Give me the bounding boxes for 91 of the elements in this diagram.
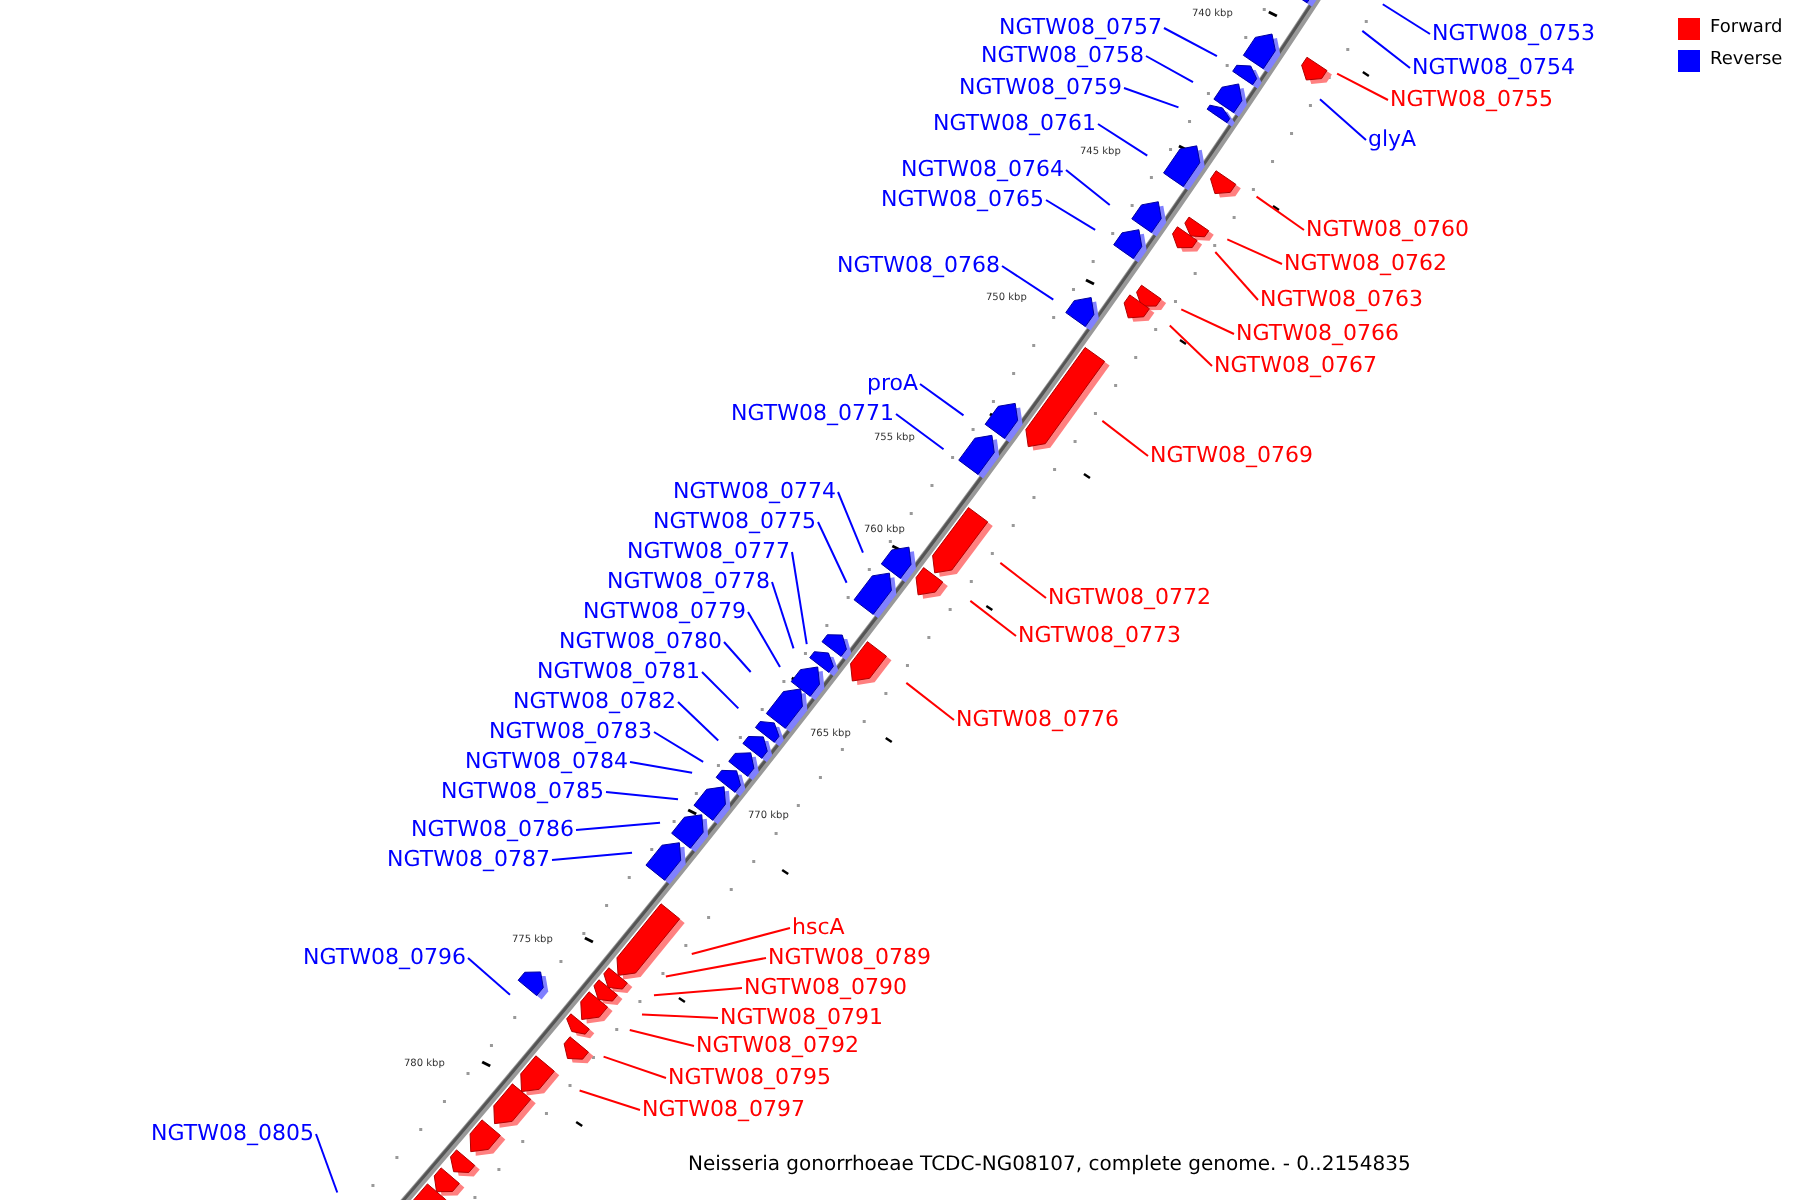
leader-line [1145, 55, 1194, 84]
leader-line [664, 957, 767, 978]
leader-line [817, 521, 848, 584]
gene-label: NGTW08_0763 [1260, 286, 1423, 312]
gene-label: NGTW08_0784 [465, 748, 628, 774]
leader-line [747, 611, 781, 669]
leader-line [578, 1089, 641, 1111]
gene-label: NGTW08_0757 [999, 14, 1162, 40]
leader-line [1255, 195, 1305, 231]
gene-label: NGTW08_0778 [607, 568, 770, 594]
gene-label: NGTW08_0762 [1284, 250, 1447, 276]
gene-label: NGTW08_0796 [303, 944, 466, 970]
leader-line [701, 671, 740, 710]
leader-line [551, 851, 634, 861]
leader-line [1101, 419, 1149, 457]
gene-label: NGTW08_0755 [1390, 86, 1553, 112]
leader-line [653, 731, 705, 763]
leader-line [1381, 3, 1431, 35]
leader-line [575, 821, 662, 831]
leader-line [999, 561, 1047, 599]
gene-label: NGTW08_0760 [1306, 216, 1469, 242]
gene-label: NGTW08_0774 [673, 478, 836, 504]
leader-line [1097, 123, 1149, 157]
gene-label: NGTW08_0780 [559, 628, 722, 654]
gene-label: NGTW08_0754 [1412, 54, 1575, 80]
gene-label: NGTW08_0753 [1432, 20, 1595, 46]
legend-label: Forward [1710, 18, 1783, 40]
gene-label: NGTW08_0765 [881, 186, 1044, 212]
gene-label: NGTW08_0776 [956, 706, 1119, 732]
leader-line [1065, 169, 1111, 206]
gene-label: NGTW08_0768 [837, 252, 1000, 278]
leader-line [895, 413, 945, 451]
leader-line [628, 1028, 695, 1047]
leader-line [1001, 265, 1055, 301]
leader-line [605, 791, 680, 801]
leader-line [690, 927, 791, 955]
leader-line [1214, 251, 1259, 301]
leader-line [771, 581, 795, 650]
legend-label: Reverse [1710, 50, 1783, 72]
leader-line [837, 491, 864, 554]
leader-line [1180, 308, 1235, 335]
gene-label: NGTW08_0767 [1214, 352, 1377, 378]
gene-label: NGTW08_0805 [151, 1120, 314, 1146]
leader-line [791, 551, 808, 646]
gene-label: NGTW08_0791 [720, 1004, 883, 1030]
gene-label: hscA [792, 914, 845, 940]
gene-label: NGTW08_0766 [1236, 320, 1399, 346]
gene-label: NGTW08_0758 [981, 42, 1144, 68]
leader-line [723, 641, 752, 673]
leader-line [677, 701, 720, 742]
leader-line [1336, 72, 1389, 101]
leader-line [641, 1013, 719, 1019]
leader-line [1163, 27, 1218, 58]
leader-line [1361, 29, 1411, 69]
gene-label: NGTW08_0775 [653, 508, 816, 534]
leader-line [467, 957, 511, 996]
leader-line [1045, 199, 1097, 231]
gene-label: NGTW08_0777 [627, 538, 790, 564]
leader-line [652, 987, 743, 997]
gene-label: NGTW08_0797 [642, 1096, 805, 1122]
gene-label: NGTW08_0789 [768, 944, 931, 970]
leader-line [1168, 324, 1213, 367]
gene-label: NGTW08_0769 [1150, 442, 1313, 468]
gene-label: NGTW08_0771 [731, 400, 894, 426]
gene-label: NGTW08_0795 [668, 1064, 831, 1090]
leader-line [629, 761, 694, 774]
gene-label: NGTW08_0782 [513, 688, 676, 714]
gene-label: proA [866, 370, 918, 396]
leader-line [602, 1055, 667, 1079]
gene-label: NGTW08_0786 [411, 816, 574, 842]
leader-line [1123, 87, 1180, 109]
gene-label: glyA [1368, 126, 1417, 152]
gene-label: NGTW08_0792 [696, 1032, 859, 1058]
leader-line [315, 1133, 339, 1194]
gene-label: NGTW08_0761 [933, 110, 1096, 136]
gene-label: NGTW08_0781 [537, 658, 700, 684]
leader-line [1226, 238, 1283, 265]
gene-label: NGTW08_0759 [959, 74, 1122, 100]
leader-line [905, 681, 955, 721]
gene-label: NGTW08_0772 [1048, 584, 1211, 610]
gene-label: NGTW08_0773 [1018, 622, 1181, 648]
leader-line [1319, 98, 1367, 141]
gene-label: NGTW08_0764 [901, 156, 1064, 182]
leader-line [969, 599, 1017, 637]
leader-line [919, 383, 965, 417]
gene-label: NGTW08_0785 [441, 778, 604, 804]
caption: Neisseria gonorrhoeae TCDC-NG08107, complete genome. - 0..2154835 [688, 1154, 1411, 1178]
gene-label: NGTW08_0790 [744, 974, 907, 1000]
gene-label: NGTW08_0779 [583, 598, 746, 624]
gene-label: NGTW08_0783 [489, 718, 652, 744]
gene-label: NGTW08_0787 [387, 846, 550, 872]
